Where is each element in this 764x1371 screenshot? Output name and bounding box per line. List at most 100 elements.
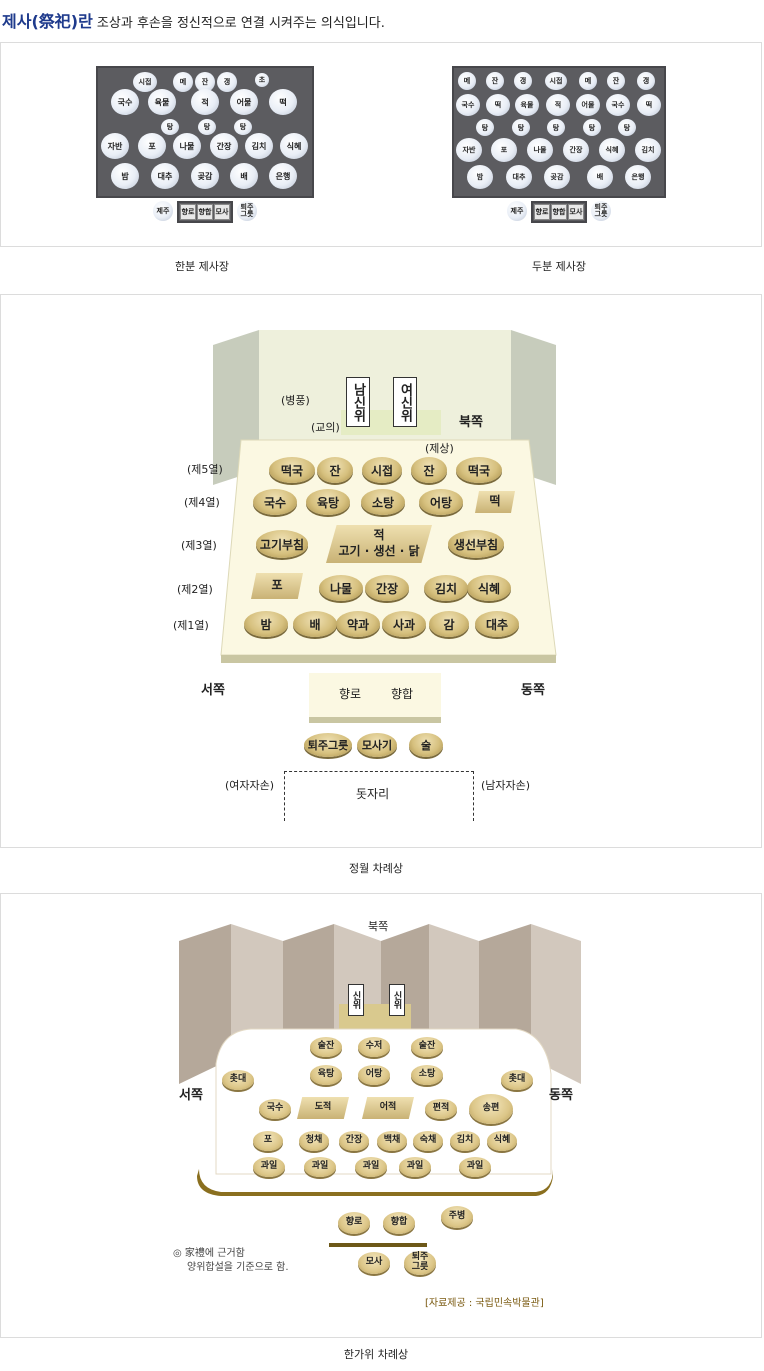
label-men: (남자자손) xyxy=(481,779,531,792)
figure-3-panel: 북쪽 신위 신위 서쪽 동쪽 술잔 수저 술잔 촛대 육탕 어탕 소탕 촛대 국… xyxy=(0,893,762,1338)
dish: 주병 xyxy=(441,1206,473,1228)
dish: 촛대 xyxy=(501,1070,533,1090)
dish: 김치 xyxy=(450,1131,480,1151)
header-text: 조상과 후손을 정신적으로 연결 시켜주는 의식입니다. xyxy=(92,16,385,31)
label-jesang: (제상) xyxy=(425,442,454,455)
dish: 모사 xyxy=(214,204,230,220)
dish: 모사 xyxy=(568,204,584,220)
dish: 잔 xyxy=(411,457,447,483)
dish: 어물 xyxy=(576,94,600,116)
dish: 탕 xyxy=(161,119,179,135)
dish: 떡 xyxy=(475,491,515,513)
dish: 적 xyxy=(191,89,219,115)
dish: 국수 xyxy=(111,89,139,115)
dish: 향합 xyxy=(383,1212,415,1234)
dish: 국수 xyxy=(456,94,480,116)
dish: 퇴주그릇 xyxy=(304,733,352,757)
dish: 시접 xyxy=(545,72,567,90)
dish: 백채 xyxy=(377,1131,407,1151)
dish: 잔 xyxy=(195,72,215,92)
dish: 대추 xyxy=(151,163,179,189)
dish: 김치 xyxy=(635,138,661,162)
source-credit: [자료제공 : 국립민속박물관] xyxy=(425,1298,544,1309)
label-screen: (병풍) xyxy=(281,394,310,407)
dish: 간장 xyxy=(365,575,409,601)
tablet-female: 여신위 xyxy=(393,377,417,427)
dish: 곶감 xyxy=(191,163,219,189)
caption-double: 두분 제사장 xyxy=(531,260,587,273)
dish: 메 xyxy=(458,72,476,90)
dish: 퇴주 그릇 xyxy=(237,201,257,221)
dish: 생선부침 xyxy=(448,530,504,558)
dish: 도적 xyxy=(297,1097,349,1119)
dish: 사과 xyxy=(382,611,426,637)
dish: 탕 xyxy=(547,119,565,136)
dish: 육탕 xyxy=(310,1065,342,1085)
dish: 국수 xyxy=(606,94,630,116)
row-label-5: (제5열) xyxy=(187,463,223,476)
dish: 향로 xyxy=(180,204,196,220)
dish: 약과 xyxy=(336,611,380,637)
jeok-platter: 적 고기 · 생선 · 닭 xyxy=(326,525,432,563)
note-1: ◎ 家禮에 근거함 xyxy=(173,1248,245,1259)
caption-fig3: 한가위 차례상 xyxy=(343,1348,409,1361)
dish: 김치 xyxy=(245,133,273,159)
dish: 메 xyxy=(173,72,193,92)
dish: 탕 xyxy=(234,119,252,135)
dish: 포 xyxy=(253,1131,283,1151)
dish: 적 xyxy=(546,94,570,116)
dish: 식혜 xyxy=(280,133,308,159)
dish: 잔 xyxy=(486,72,504,90)
dish: 잔 xyxy=(607,72,625,90)
tablet-1: 신위 xyxy=(348,984,364,1016)
dish: 포 xyxy=(491,138,517,162)
dish: 과일 xyxy=(399,1157,431,1177)
tablet-2: 신위 xyxy=(389,984,405,1016)
dish: 밤 xyxy=(467,165,493,189)
label-hyangro: 향로 xyxy=(339,687,362,701)
dish: 간장 xyxy=(210,133,238,159)
figure-1-panel: 시접 메 잔 갱 초 국수 육물 적 어물 떡 탕 탕 탕 자반 포 나물 간장… xyxy=(0,42,762,273)
row-label-4: (제4열) xyxy=(184,496,220,509)
dish: 포 xyxy=(251,573,303,599)
dish: 갱 xyxy=(217,72,237,92)
dish: 퇴주 그릇 xyxy=(591,201,611,221)
dish: 어탕 xyxy=(358,1065,390,1085)
dish: 자반 xyxy=(101,133,129,159)
dish: 향로 xyxy=(534,204,550,220)
dish: 배 xyxy=(587,165,613,189)
label-mat: 돗자리 xyxy=(356,787,390,801)
dish: 소탕 xyxy=(411,1065,443,1085)
dish: 술잔 xyxy=(411,1037,443,1057)
dish: 대추 xyxy=(475,611,519,637)
dish: 향합 xyxy=(197,204,213,220)
label-women: (여자자손) xyxy=(225,779,275,792)
dish: 나물 xyxy=(173,133,201,159)
dish: 육물 xyxy=(515,94,539,116)
dish: 떡국 xyxy=(269,457,315,483)
dish: 감 xyxy=(429,611,469,637)
dish: 떡국 xyxy=(456,457,502,483)
dish: 식혜 xyxy=(599,138,625,162)
dish: 국수 xyxy=(253,489,297,515)
dish: 포 xyxy=(138,133,166,159)
dish: 수저 xyxy=(358,1037,390,1057)
jeok-title: 적 xyxy=(373,528,385,543)
dish: 김치 xyxy=(424,575,468,601)
dish: 술 xyxy=(409,733,443,757)
dish: 잔 xyxy=(317,457,353,483)
dish: 탕 xyxy=(198,119,216,135)
dish: 국수 xyxy=(259,1099,291,1119)
dir-north: 북쪽 xyxy=(459,415,483,430)
dish: 초 xyxy=(255,73,269,87)
dish: 과일 xyxy=(253,1157,285,1177)
dir-west: 서쪽 xyxy=(179,1088,203,1103)
dish: 어적 xyxy=(362,1097,414,1119)
dish: 떡 xyxy=(269,89,297,115)
dish: 숙채 xyxy=(413,1131,443,1151)
dish: 촛대 xyxy=(222,1070,254,1090)
dish: 간장 xyxy=(563,138,589,162)
caption-single: 한분 제사장 xyxy=(174,260,230,273)
tablet-male: 남신위 xyxy=(346,377,370,427)
dish: 배 xyxy=(293,611,337,637)
